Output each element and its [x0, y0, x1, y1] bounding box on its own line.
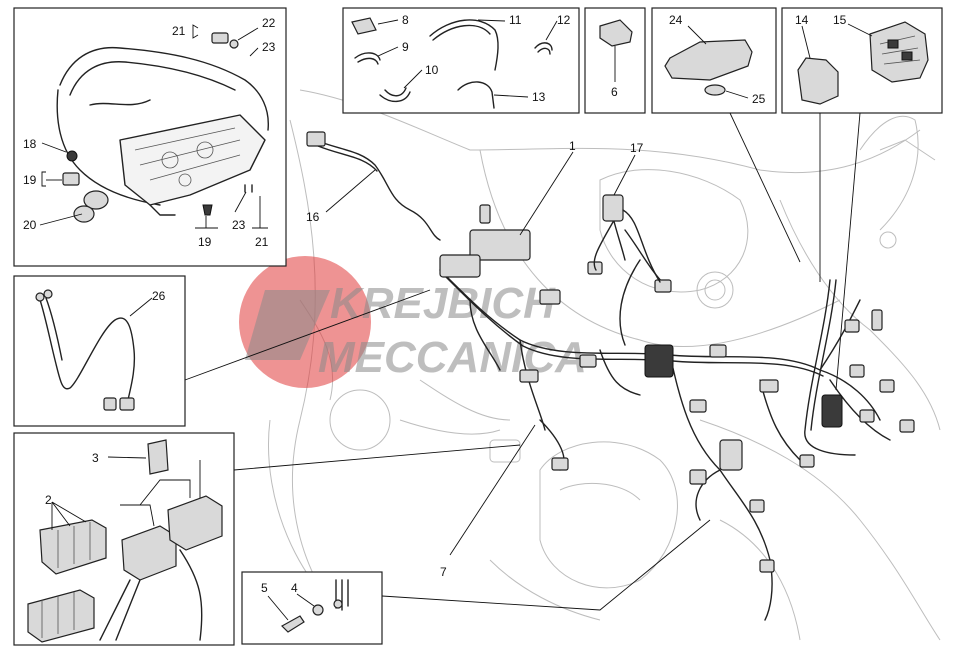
inset-clips-box — [342, 7, 580, 114]
callout-21: 21 — [172, 24, 186, 38]
part-9-clamp — [354, 52, 381, 65]
part-6-connector — [599, 19, 633, 47]
part-21-screw — [211, 32, 229, 44]
callout-22: 22 — [262, 16, 276, 30]
part-2-relay-a — [121, 525, 177, 581]
inset-parts-14-15: 14 15 — [781, 7, 943, 391]
callout-21-lower: 21 — [255, 235, 269, 249]
part-20-socket — [83, 190, 109, 210]
callout-26: 26 — [152, 289, 166, 303]
callout-20: 20 — [23, 218, 37, 232]
callout-14: 14 — [795, 13, 809, 27]
callout-19-lower: 19 — [198, 235, 212, 249]
callout-18: 18 — [23, 137, 37, 151]
harness-connector-block — [469, 229, 531, 261]
part-14-cover — [797, 57, 839, 105]
callout-6: 6 — [611, 85, 618, 99]
part-15-fuse-box — [869, 21, 929, 83]
callout-5: 5 — [261, 581, 268, 595]
callout-15: 15 — [833, 13, 847, 27]
part-22-washer — [229, 39, 239, 49]
callout-1: 1 — [569, 139, 576, 153]
callout-25: 25 — [752, 92, 766, 106]
part-26-lead — [39, 299, 136, 401]
watermark: KREJBICH MECCANICA — [239, 256, 587, 388]
part-13-tie — [457, 81, 495, 109]
callout-17: 17 — [630, 141, 644, 155]
inset-part-26-box — [13, 275, 186, 427]
part-12-clamp — [534, 42, 553, 55]
callout-11: 11 — [509, 13, 522, 27]
part-16-cable — [306, 131, 491, 241]
part-11-tie — [429, 19, 499, 71]
callout-10: 10 — [425, 63, 439, 77]
callout-8: 8 — [402, 13, 409, 27]
callout-19: 19 — [23, 173, 37, 187]
inset-part-6: 6 — [584, 7, 646, 114]
part-24-module — [664, 39, 753, 81]
callout-23: 23 — [262, 40, 276, 54]
callout-4: 4 — [291, 581, 298, 595]
watermark-line2: MECCANICA — [318, 333, 587, 382]
part-18-grommet — [66, 150, 78, 162]
part-5-screw — [281, 615, 305, 633]
part-8-clip — [351, 17, 377, 35]
callout-7: 7 — [440, 565, 447, 579]
part-4-washer — [312, 604, 324, 616]
callout-24: 24 — [669, 13, 683, 27]
inset-clips: 8 9 10 11 12 13 — [342, 7, 580, 114]
main-callouts: 1 17 16 7 — [306, 139, 644, 579]
callout-3: 3 — [92, 451, 99, 465]
callout-16: 16 — [306, 210, 320, 224]
main-wiring-harness — [439, 194, 915, 621]
inset-screws: 5 4 — [241, 519, 711, 645]
inset-screws-box — [241, 571, 383, 645]
watermark-line1: KREJBICH — [330, 279, 556, 328]
part-10-clamp — [379, 87, 411, 103]
callout-2: 2 — [45, 493, 52, 507]
inset-part-26: 26 — [13, 275, 431, 427]
inset-rear-frame: 21 22 23 18 19 20 19 23 21 — [13, 7, 287, 267]
callout-9: 9 — [402, 40, 409, 54]
part-2-relay-b — [167, 495, 223, 551]
part-19-holder — [62, 172, 80, 186]
callout-12: 12 — [557, 13, 571, 27]
inset-parts-24-25: 24 25 — [651, 7, 801, 263]
part-25-washer — [704, 84, 726, 96]
part-19-clip — [202, 204, 213, 216]
part-3-fuse — [147, 439, 169, 475]
callout-13: 13 — [532, 90, 546, 104]
part-14-15-leads — [804, 279, 856, 456]
part-2-fuse-block — [39, 519, 107, 575]
callout-23-lower: 23 — [232, 218, 246, 232]
harness-connector-main — [644, 344, 674, 378]
inset-relays-fuses: 3 2 — [13, 432, 521, 646]
